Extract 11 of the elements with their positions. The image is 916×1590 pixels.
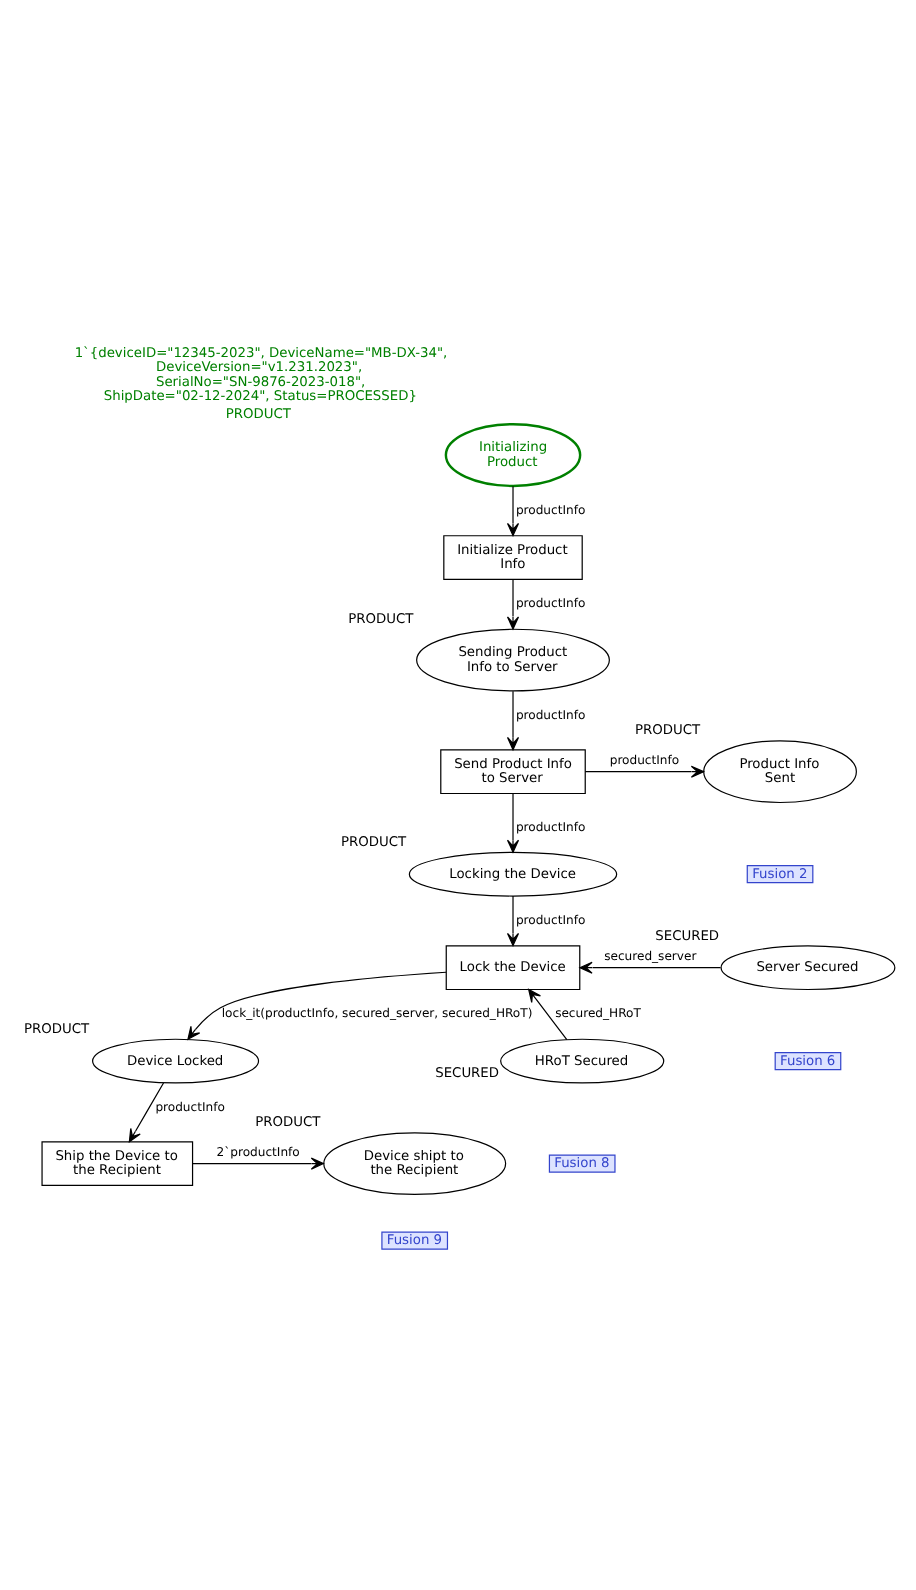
arrow [187,970,447,1039]
arrow [584,764,705,777]
arrow [506,894,520,946]
arrow [192,1156,325,1169]
arrow [506,484,520,536]
arrow [579,960,722,973]
arrow [128,1081,165,1142]
arrow [506,689,520,750]
arrow [506,792,520,852]
arrow [528,987,568,1040]
arrow [506,577,520,629]
